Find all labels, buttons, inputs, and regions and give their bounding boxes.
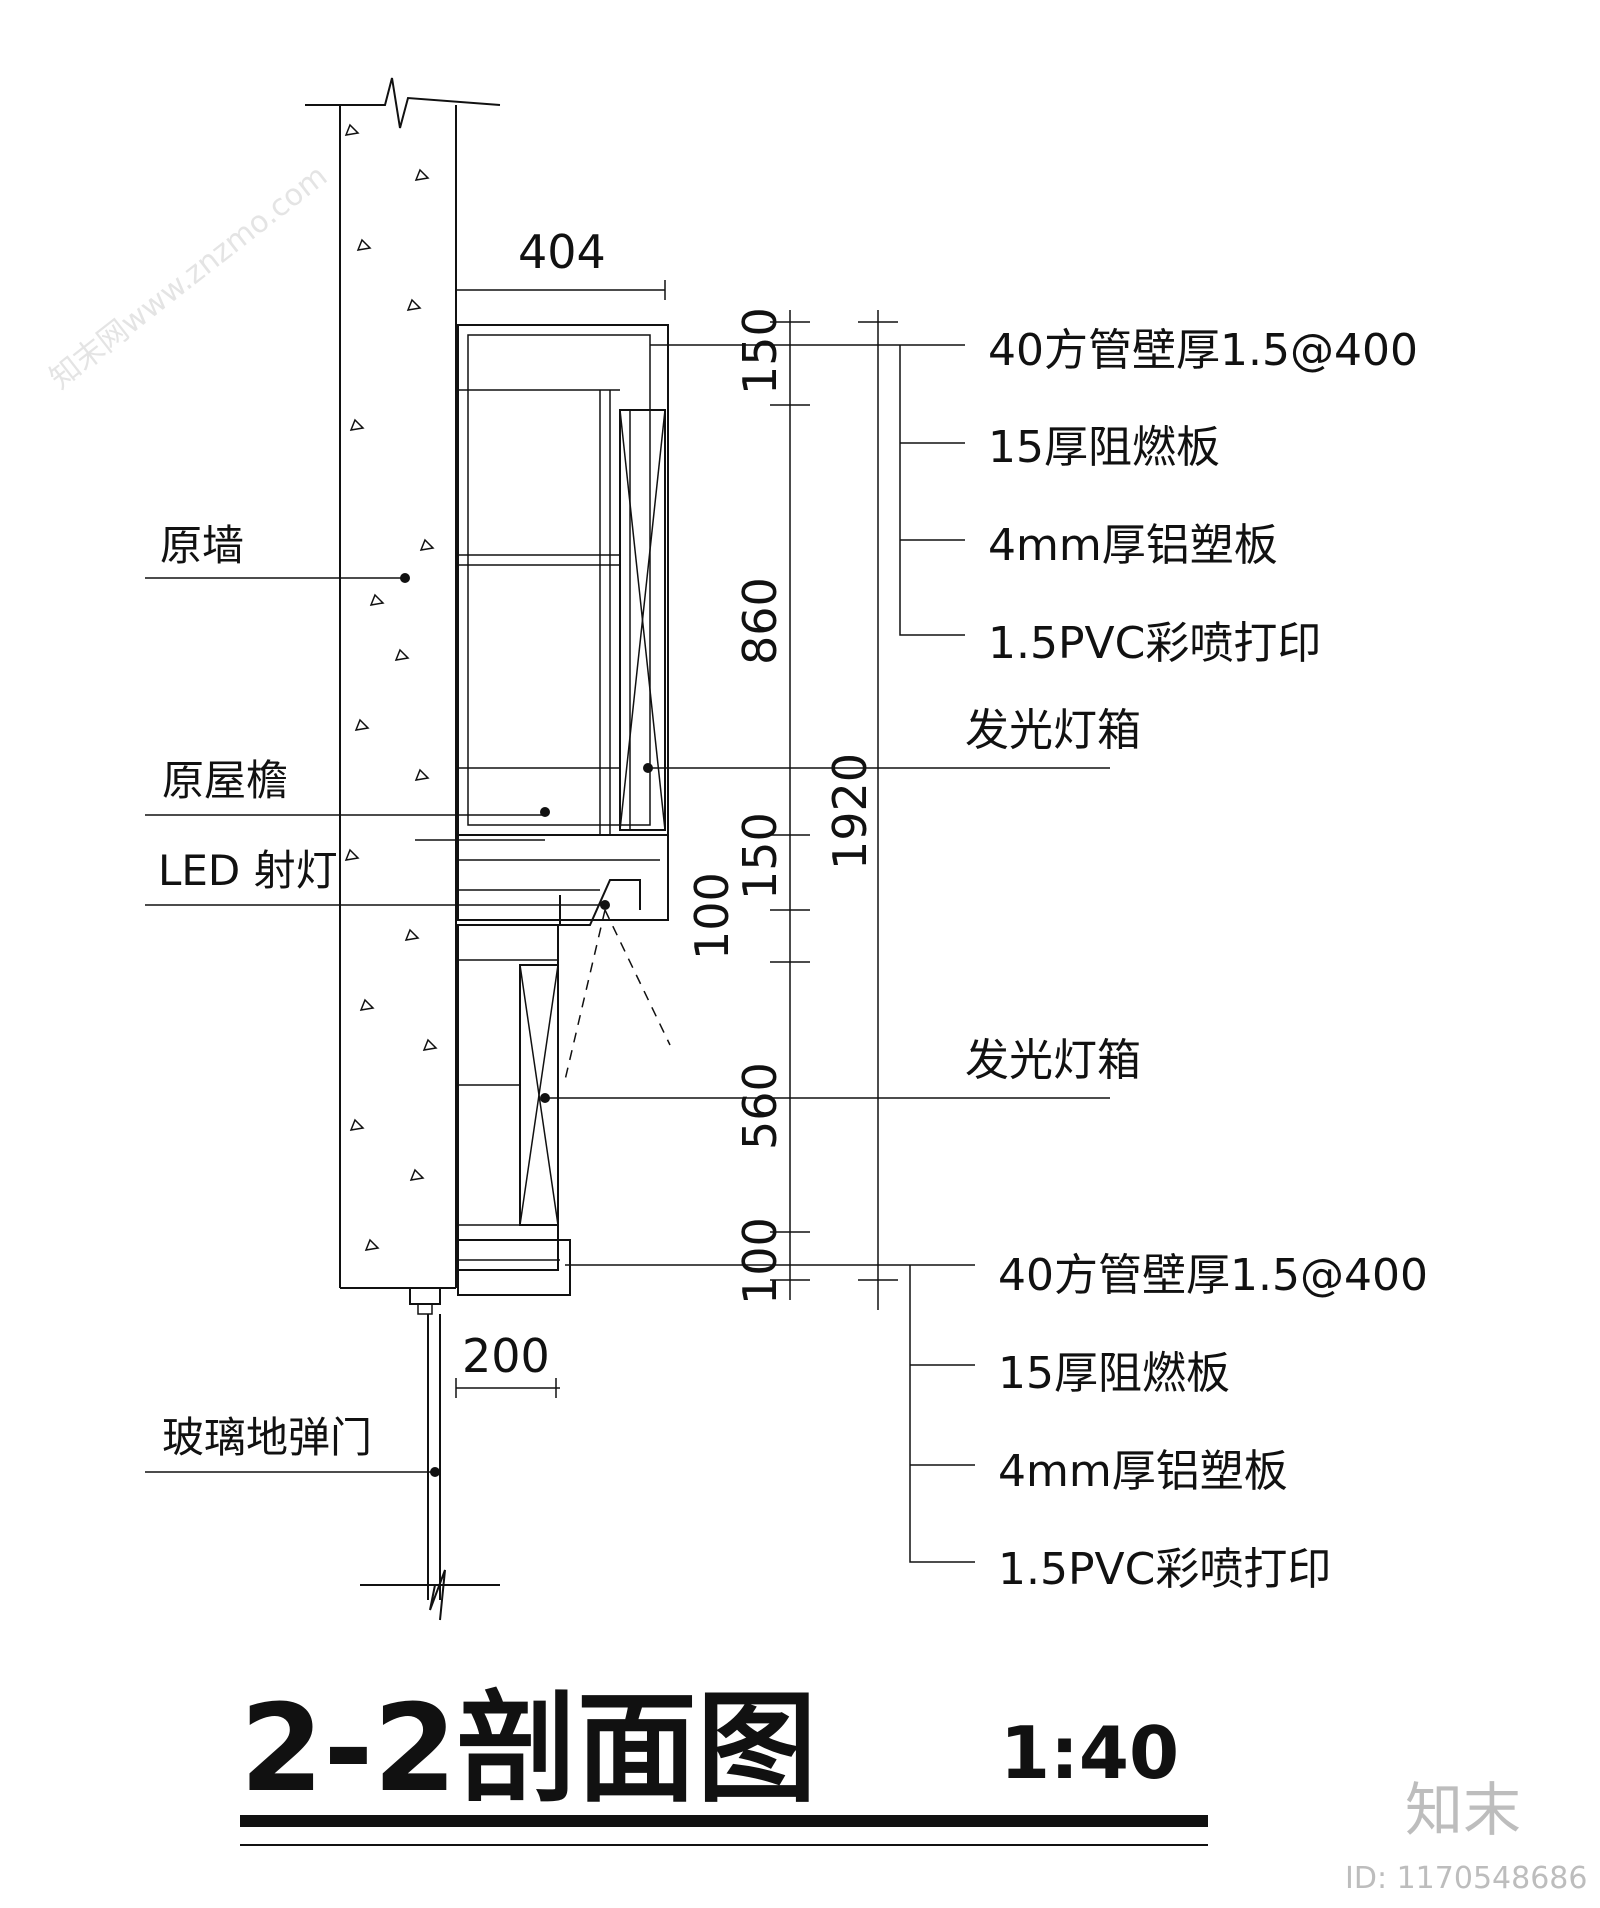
dim-404: 404 bbox=[518, 225, 606, 279]
label-top-pvc: 1.5PVC彩喷打印 bbox=[988, 618, 1321, 669]
watermark-text: 知末网www.znzmo.com bbox=[43, 158, 334, 396]
label-original-eave: 原屋檐 bbox=[162, 756, 288, 805]
dim-200: 200 bbox=[462, 1329, 550, 1383]
dim-100-mid: 100 bbox=[685, 872, 739, 960]
dimension-lines bbox=[455, 280, 898, 1398]
title-underline-thick bbox=[240, 1815, 1208, 1827]
id-text: ID: 1170548686 bbox=[1345, 1861, 1587, 1896]
label-bottom-board: 15厚阻燃板 bbox=[998, 1348, 1230, 1399]
label-top-alu: 4mm厚铝塑板 bbox=[988, 520, 1278, 571]
dim-860: 860 bbox=[733, 577, 787, 665]
dim-1920: 1920 bbox=[823, 753, 877, 870]
label-bottom-pvc: 1.5PVC彩喷打印 bbox=[998, 1544, 1331, 1595]
drawing-title: 2-2剖面图 bbox=[240, 1680, 817, 1819]
dim-150-mid: 150 bbox=[733, 812, 787, 900]
label-bottom-tube: 40方管壁厚1.5@400 bbox=[998, 1250, 1428, 1301]
led-beam bbox=[564, 900, 671, 1081]
label-glass-door: 玻璃地弹门 bbox=[162, 1413, 372, 1462]
label-top-board: 15厚阻燃板 bbox=[988, 422, 1220, 473]
concrete-hatch bbox=[344, 123, 438, 1251]
label-bottom-alu: 4mm厚铝塑板 bbox=[998, 1446, 1288, 1497]
label-lightbox-lower: 发光灯箱 bbox=[965, 1035, 1141, 1086]
dim-560: 560 bbox=[733, 1062, 787, 1150]
original-wall bbox=[305, 77, 501, 1289]
label-original-wall: 原墙 bbox=[160, 521, 244, 570]
label-led-spotlight: LED 射灯 bbox=[158, 846, 338, 895]
drawing-scale: 1:40 bbox=[1000, 1711, 1179, 1795]
dim-100-bottom: 100 bbox=[733, 1217, 787, 1305]
lower-lightbox-frame bbox=[457, 924, 571, 1296]
leader-lines bbox=[145, 344, 1110, 1563]
dim-150-top: 150 bbox=[733, 307, 787, 395]
label-top-tube: 40方管壁厚1.5@400 bbox=[988, 325, 1418, 376]
glass-door bbox=[360, 1287, 500, 1621]
label-lightbox-upper: 发光灯箱 bbox=[965, 705, 1141, 756]
upper-lightbox-frame bbox=[457, 324, 669, 836]
logo-zhimo: 知末 bbox=[1405, 1776, 1521, 1844]
middle-band bbox=[457, 834, 669, 926]
